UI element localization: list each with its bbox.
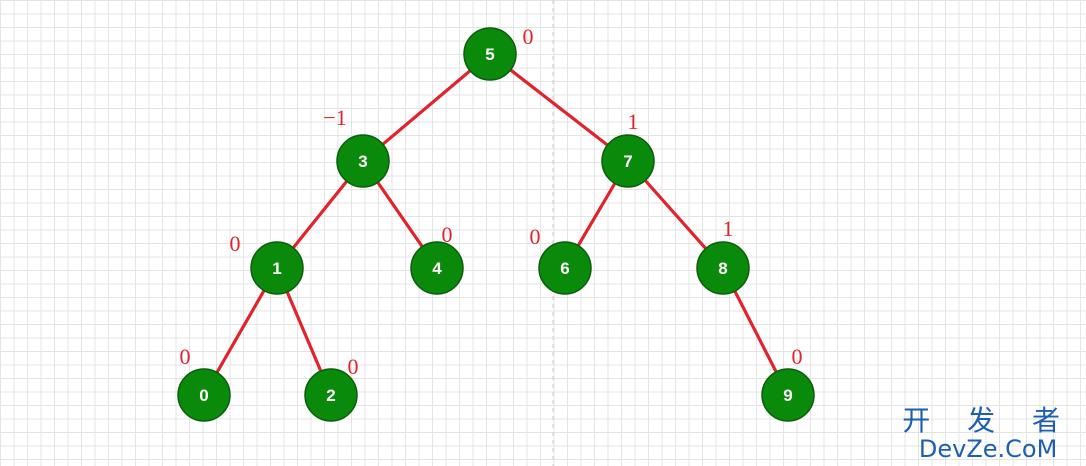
node-circle xyxy=(601,134,655,188)
balance-factor-9: 0 xyxy=(792,344,803,369)
tree-node-9: 9 xyxy=(761,368,815,422)
watermark-chinese-text: 开 发 者 xyxy=(902,404,1074,437)
node-circle xyxy=(250,241,304,295)
balance-factor-8: 1 xyxy=(723,216,734,241)
node-circle xyxy=(410,241,464,295)
tree-node-4: 4 xyxy=(410,241,464,295)
balance-factor-labels: 0 −1 1 0 0 0 1 0 0 0 xyxy=(180,24,803,379)
tree-node-1: 1 xyxy=(250,241,304,295)
balance-factor-5: 0 xyxy=(523,24,534,49)
node-circle xyxy=(538,241,592,295)
balance-factor-1: 0 xyxy=(230,231,241,256)
balance-factor-6: 0 xyxy=(530,224,541,249)
node-circle xyxy=(696,241,750,295)
tree-edges xyxy=(202,52,790,397)
node-label: 1 xyxy=(272,259,281,278)
node-label: 4 xyxy=(432,259,442,278)
node-label: 2 xyxy=(326,386,335,405)
edge-5-to-7 xyxy=(488,52,630,163)
node-label: 6 xyxy=(560,259,569,278)
node-label: 9 xyxy=(783,386,792,405)
node-circle xyxy=(761,368,815,422)
tree-node-2: 2 xyxy=(304,368,358,422)
watermark-logo: 开 发 者 DevZe.CoM xyxy=(902,404,1074,463)
watermark-site-text: DevZe.CoM xyxy=(918,435,1058,463)
node-label: 7 xyxy=(623,152,632,171)
tree-node-6: 6 xyxy=(538,241,592,295)
node-circle xyxy=(463,27,517,81)
edge-5-to-3 xyxy=(361,52,492,163)
node-label: 8 xyxy=(718,259,727,278)
tree-node-7: 7 xyxy=(601,134,655,188)
node-label: 3 xyxy=(358,152,367,171)
node-circle xyxy=(177,368,231,422)
node-circle xyxy=(304,368,358,422)
node-circle xyxy=(336,134,390,188)
tree-node-0: 0 xyxy=(177,368,231,422)
balance-factor-4: 0 xyxy=(442,222,453,247)
balance-factor-2: 0 xyxy=(348,354,359,379)
balance-factor-3: −1 xyxy=(323,105,346,130)
tree-node-8: 8 xyxy=(696,241,750,295)
node-label: 5 xyxy=(485,45,494,64)
balance-factor-0: 0 xyxy=(180,344,191,369)
tree-node-5: 5 xyxy=(463,27,517,81)
node-label: 0 xyxy=(199,386,208,405)
tree-node-3: 3 xyxy=(336,134,390,188)
balance-factor-7: 1 xyxy=(628,109,639,134)
